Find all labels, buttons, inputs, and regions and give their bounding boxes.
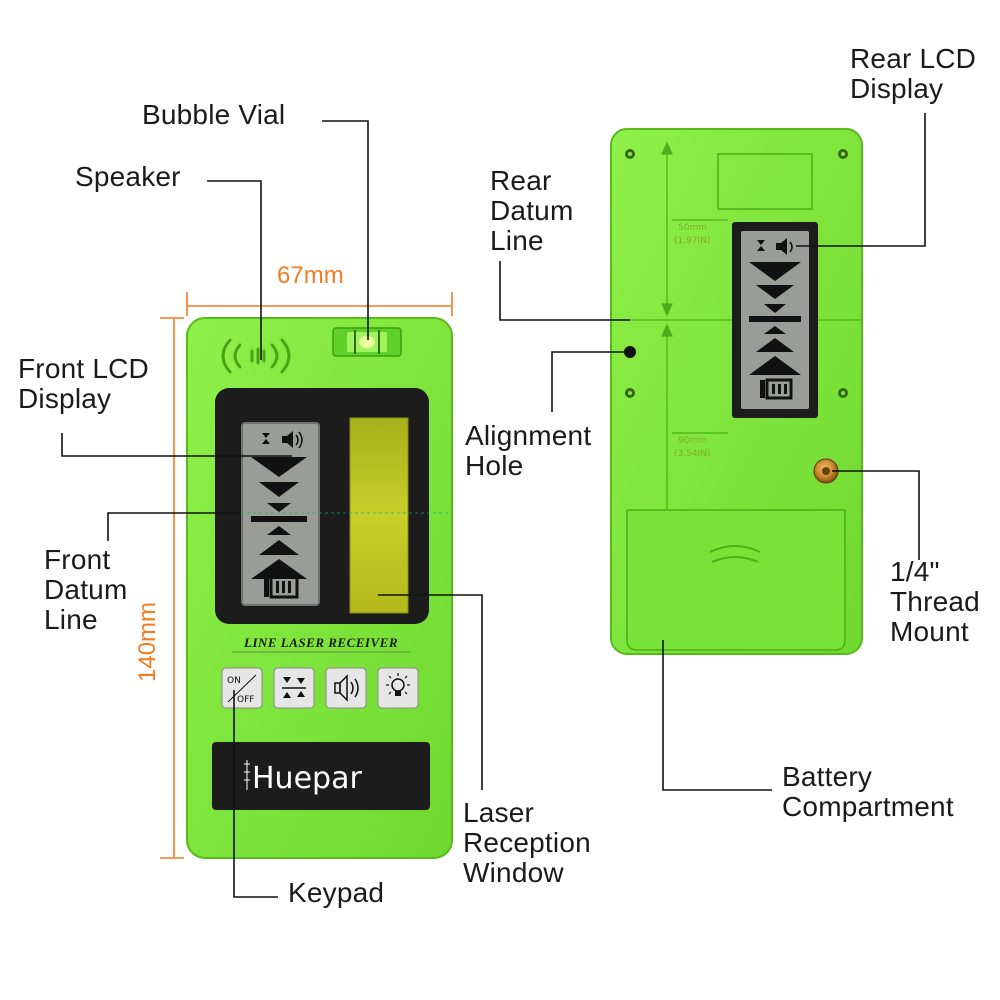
svg-text:(3.54IN): (3.54IN) xyxy=(674,449,710,459)
rear-lcd-display-label: Rear LCD Display xyxy=(850,43,977,104)
svg-text:OFF: OFF xyxy=(237,695,254,705)
svg-text:(1.97IN): (1.97IN) xyxy=(674,236,710,246)
bubble-vial xyxy=(332,327,402,357)
power-key[interactable]: ON OFF xyxy=(221,667,263,709)
alignment-hole-label: Alignment Hole xyxy=(465,420,592,481)
front-lcd xyxy=(241,422,320,606)
keypad: ON OFF xyxy=(221,667,419,709)
rear-datum-line-label: Rear Datum Line xyxy=(490,165,574,256)
brand-panel xyxy=(212,742,430,810)
brand-logo: Huepar xyxy=(252,761,362,796)
rear-device: 50mm (1.97IN) 90mm (3.54IN) xyxy=(610,128,863,655)
callout-leaders xyxy=(61,113,926,898)
svg-text:ON: ON xyxy=(227,676,241,686)
model-text: LINE LASER RECEIVER xyxy=(243,635,398,650)
rear-lcd xyxy=(741,231,809,409)
front-lcd-display-label: Front LCD Display xyxy=(18,353,149,414)
precision-key[interactable] xyxy=(273,667,315,709)
thread-mount-label: 1/4" Thread Mount xyxy=(890,556,980,647)
bubble-vial-label: Bubble Vial xyxy=(142,99,286,130)
alignment-hole xyxy=(624,346,636,358)
battery-compartment-label: Battery Compartment xyxy=(782,761,954,822)
front-device: LINE LASER RECEIVER ON OFF xyxy=(186,317,453,859)
width-dimension-label: 67mm xyxy=(277,262,344,289)
laser-reception-window-label: Laser Reception Window xyxy=(463,797,591,888)
height-dimension-label: 140mm xyxy=(134,601,161,682)
laser-window xyxy=(349,417,409,614)
svg-text:90mm: 90mm xyxy=(678,436,707,446)
keypad-label: Keypad xyxy=(288,877,385,908)
battery-door xyxy=(626,509,846,651)
front-datum-line-label: Front Datum Line xyxy=(44,544,128,635)
speaker-grille xyxy=(221,338,291,374)
svg-text:50mm: 50mm xyxy=(678,223,707,233)
backlight-key[interactable] xyxy=(377,667,419,709)
volume-key[interactable] xyxy=(325,667,367,709)
dimension-lines xyxy=(160,292,453,859)
speaker-label: Speaker xyxy=(75,161,181,192)
